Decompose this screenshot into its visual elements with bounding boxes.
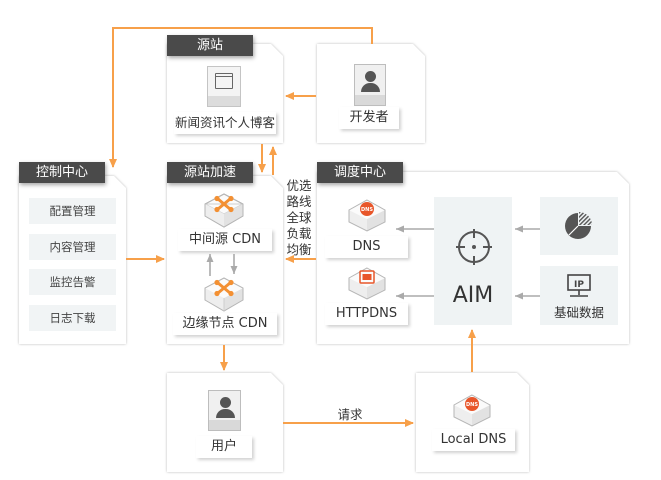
user-label: 用户 [196, 436, 252, 458]
mid-cdn-label: 中间源 CDN [178, 229, 272, 251]
dispatch-center-tag: 调度中心 [317, 162, 403, 183]
crosshair-icon [456, 229, 492, 265]
request-edge-label: 请求 [337, 407, 363, 422]
control-center-tag: 控制中心 [19, 162, 105, 183]
menu-item-content[interactable]: 内容管理 [29, 234, 116, 260]
routing-note-line: 均衡 [286, 242, 312, 257]
edge-cdn-label: 边缘节点 CDN [173, 313, 277, 335]
person-icon [208, 390, 241, 431]
pie-chart-icon [565, 212, 592, 239]
cdn-node-icon [204, 193, 244, 228]
menu-item-monitor[interactable]: 监控告警 [29, 269, 116, 295]
routing-note: 优选 路线 全球 负载 均衡 [285, 178, 313, 258]
dns-server-icon: DNS [453, 394, 491, 427]
httpdns-server-icon [348, 267, 386, 300]
origin-site-label: 新闻资讯个人博客 [174, 112, 276, 134]
acceleration-tag: 源站加速 [167, 162, 253, 183]
aim-label: AIM [452, 283, 494, 308]
routing-note-line: 全球 [286, 210, 312, 225]
base-data-label: 基础数据 [553, 305, 604, 320]
svg-text:DNS: DNS [361, 207, 373, 213]
ip-monitor-icon: IP [567, 274, 591, 297]
menu-item-logs[interactable]: 日志下载 [29, 305, 116, 331]
origin-site-tag: 源站 [167, 35, 253, 56]
local-dns-icon-text: DNS [466, 402, 478, 408]
routing-note-line: 优选 [286, 178, 312, 193]
developer-label: 开发者 [339, 107, 399, 129]
dns-label: DNS [325, 236, 408, 258]
httpdns-label: HTTPDNS [325, 303, 408, 325]
routing-note-line: 负载 [286, 226, 312, 241]
ip-monitor-text: IP [574, 280, 584, 290]
local-dns-label: Local DNS [432, 429, 515, 451]
browser-window-icon [207, 66, 241, 107]
cdn-node-icon [204, 277, 244, 312]
menu-item-config[interactable]: 配置管理 [29, 198, 116, 224]
dns-server-icon: DNS [348, 199, 386, 232]
person-icon [354, 64, 386, 106]
routing-note-line: 路线 [286, 194, 312, 209]
